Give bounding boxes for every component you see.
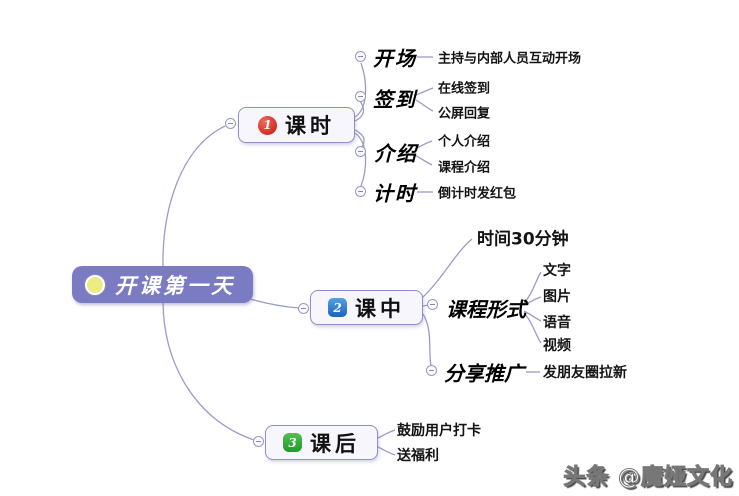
topic-kezhong[interactable]: 2 课中 [310,290,423,325]
subtopic-kechengxingshi[interactable]: 课程形式 [446,297,526,322]
watermark: 头条 @魔娅文化 [563,465,733,491]
priority-1-badge: 1 [258,115,277,135]
leaf-gerenjieshao[interactable]: 个人介绍 [438,134,491,150]
collapse-icon-jieshao[interactable] [355,146,366,157]
leaf-wenzi[interactable]: 文字 [543,263,571,279]
leaf-yuyin[interactable]: 语音 [543,315,571,331]
leaf-tupian[interactable]: 图片 [543,289,571,305]
collapse-icon-kaichang[interactable] [355,51,366,62]
collapse-icon-qiandao[interactable] [355,91,366,102]
collapse-icon-fenxiangtuiguang[interactable] [426,365,437,376]
leaf-zhuchi[interactable]: 主持与内部人员互动开场 [438,51,582,67]
topic-label: 课中 [355,295,405,321]
topic-kehou[interactable]: 3 课后 [265,425,378,460]
leaf-kechengjieshao[interactable]: 课程介绍 [438,160,491,176]
collapse-icon-kechengxingshi[interactable] [427,299,438,310]
subtopic-fenxiangtuiguang[interactable]: 分享推广 [444,361,524,386]
topic-label: 课后 [310,430,360,456]
leaf-gongpinghuifu[interactable]: 公屏回复 [438,106,491,122]
collapse-icon-kezhong[interactable] [298,303,309,314]
topic-keshi[interactable]: 1 课时 [238,107,355,143]
leaf-daojishi[interactable]: 倒计时发红包 [438,186,517,202]
topic-marker-icon [85,274,105,295]
leaf-guli-daka[interactable]: 鼓励用户打卡 [397,423,481,439]
subtopic-qiandao[interactable]: 签到 [373,87,417,112]
root-topic[interactable]: 开课第一天 [72,266,253,303]
leaf-fapengyouquan[interactable]: 发朋友圈拉新 [543,365,627,381]
leaf-shijian30[interactable]: 时间30分钟 [477,229,569,250]
subtopic-jishi[interactable]: 计时 [373,181,417,206]
collapse-icon-jishi[interactable] [355,186,366,197]
leaf-songfuli[interactable]: 送福利 [397,448,439,464]
leaf-shipin[interactable]: 视频 [543,338,571,354]
subtopic-jieshao[interactable]: 介绍 [374,141,418,166]
root-topic-label: 开课第一天 [115,272,235,298]
subtopic-kaichang[interactable]: 开场 [373,46,417,71]
topic-label: 课时 [285,113,335,138]
priority-3-badge: 3 [283,433,302,452]
branch-connectors [162,56,542,456]
priority-2-badge: 2 [328,298,347,317]
collapse-icon-kehou[interactable] [253,436,264,447]
collapse-icon-keshi[interactable] [225,118,236,129]
leaf-zaixianqiandao[interactable]: 在线签到 [438,81,491,97]
